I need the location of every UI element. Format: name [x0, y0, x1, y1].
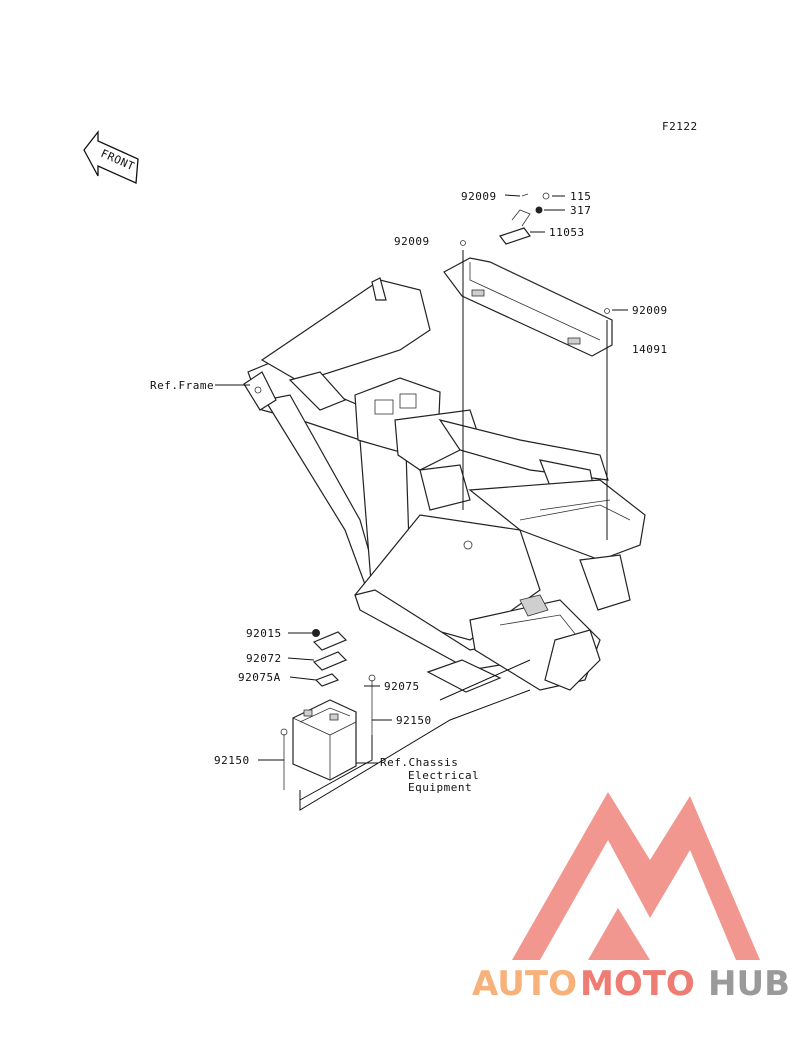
- callout-ref-chassis-electrical: Electrical: [408, 769, 479, 782]
- callout-92150-left: 92150: [214, 754, 250, 767]
- callout-92009-left: 92009: [394, 235, 430, 248]
- callout-ref-chassis-equipment: Equipment: [408, 781, 472, 794]
- watermark-logo-icon: [512, 792, 760, 960]
- leader-lines: [215, 194, 628, 811]
- callout-317: 317: [570, 204, 591, 217]
- callout-115: 115: [570, 190, 591, 203]
- callout-92015: 92015: [246, 627, 282, 640]
- watermark-moto: MOTO: [580, 964, 695, 1004]
- callout-92075a: 92075A: [238, 671, 281, 684]
- battery-assembly: [280, 629, 376, 790]
- callout-ref-frame: Ref.Frame: [150, 379, 214, 392]
- callout-92075: 92075: [384, 680, 420, 693]
- cover-14091: [443, 257, 613, 357]
- watermark-text: AUTO MOTO HUB: [472, 964, 790, 1004]
- callout-11053: 11053: [549, 226, 585, 239]
- figure-code: F2122: [662, 120, 698, 133]
- callout-14091: 14091: [632, 343, 668, 356]
- bracket-11053: [460, 192, 610, 314]
- callout-92009-right: 92009: [632, 304, 668, 317]
- callout-92009-top: 92009: [461, 190, 497, 203]
- watermark-hub: HUB: [708, 964, 790, 1004]
- callout-92150-right: 92150: [396, 714, 432, 727]
- callout-ref-chassis: Ref.Chassis: [380, 756, 458, 769]
- front-arrow-icon: FRONT: [83, 130, 139, 184]
- watermark-auto: AUTO: [472, 964, 577, 1004]
- callout-92072: 92072: [246, 652, 282, 665]
- frame-assembly: [243, 277, 646, 693]
